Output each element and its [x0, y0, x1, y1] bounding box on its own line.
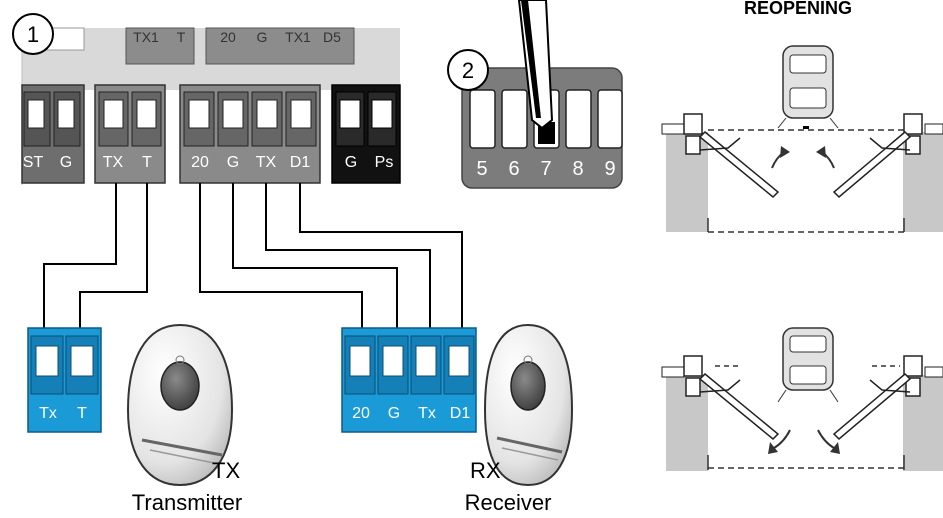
terminal-group-g-ps: G Ps [331, 84, 401, 184]
transmitter-terminal-block: Tx T [27, 327, 102, 433]
step-number: 2 [462, 58, 474, 83]
dip-number: 6 [508, 158, 519, 180]
terminal-label: D1 [290, 154, 311, 171]
step-2-badge: 2 [447, 49, 489, 91]
terminal-label: G [60, 154, 72, 171]
top-terminal-strip: TX1 T 20 G TX1 D5 [125, 27, 355, 65]
top-strip-label: G [257, 29, 268, 45]
gate-diagram-reopening [661, 45, 943, 233]
transmitter-code: TX [212, 458, 240, 483]
terminal-label: 20 [191, 154, 209, 171]
top-strip-label: T [177, 29, 186, 45]
wires [43, 183, 463, 330]
terminal-label: T [142, 154, 152, 171]
dip-number: 9 [604, 158, 615, 180]
top-strip-label: TX1 [133, 29, 159, 45]
transmitter-name: Transmitter [132, 490, 242, 515]
terminal-label: Tx [39, 405, 57, 422]
receiver-name: Receiver [465, 490, 552, 515]
step-1-badge: 1 [12, 13, 54, 55]
gate-diagram-closing [661, 327, 943, 471]
transmitter-device [126, 323, 234, 487]
dip-terminal-strip: 5 6 7 8 9 [461, 67, 623, 189]
terminal-label: 20 [352, 405, 370, 422]
terminal-label: D1 [450, 405, 471, 422]
dip-number: 7 [540, 158, 551, 180]
step-number: 1 [27, 22, 39, 47]
top-strip-label: D5 [323, 29, 341, 45]
terminal-label: G [345, 154, 357, 171]
terminal-label: G [227, 154, 239, 171]
car-icon [777, 45, 839, 129]
car-icon [777, 327, 839, 403]
gate-section-title: REOPENING [744, 0, 852, 18]
terminal-label: ST [23, 154, 44, 171]
terminal-label: TX [256, 154, 277, 171]
top-strip-label: TX1 [285, 29, 311, 45]
dip-number: 8 [572, 158, 583, 180]
terminal-label: Ps [375, 154, 394, 171]
terminal-label: T [77, 405, 87, 422]
terminal-label: Tx [418, 405, 436, 422]
terminal-label: TX [103, 154, 124, 171]
terminal-group-st-g: ST G [21, 84, 85, 184]
control-board: TX1 T 20 G TX1 D5 ST G TX T [21, 27, 401, 185]
dip-number: 5 [476, 158, 487, 180]
receiver-terminal-block: 20 G Tx D1 [341, 327, 477, 433]
receiver-device [483, 323, 574, 487]
terminal-group-rx-connection: 20 G TX D1 [179, 84, 321, 184]
top-strip-label: 20 [220, 29, 236, 45]
terminal-group-tx-t: TX T [94, 84, 166, 184]
receiver-code: RX [470, 458, 501, 483]
screwdriver-icon [517, 0, 554, 130]
terminal-label: G [388, 405, 400, 422]
